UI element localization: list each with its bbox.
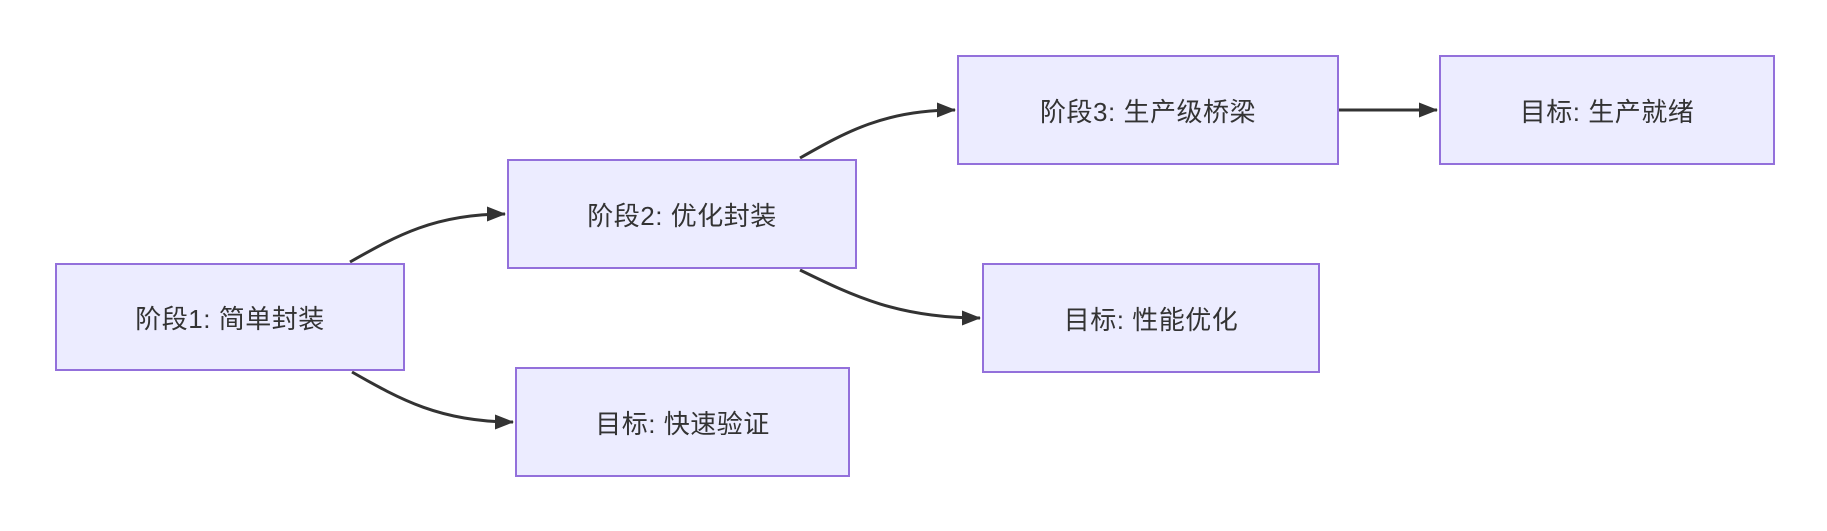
node-goal-ready: 目标: 生产就绪 — [1439, 55, 1775, 165]
node-label-goal-validate: 目标: 快速验证 — [595, 408, 770, 439]
edge-stage2-to-goal-perf — [799, 268, 981, 326]
node-stage2: 阶段2: 优化封装 — [507, 159, 857, 269]
node-label-stage1: 阶段1: 简单封装 — [135, 303, 325, 334]
node-label-stage2: 阶段2: 优化封装 — [587, 200, 777, 231]
edge-stage2-to-stage3 — [799, 102, 956, 160]
node-label-goal-perf: 目标: 性能优化 — [1063, 304, 1239, 335]
node-stage3: 阶段3: 生产级桥梁 — [957, 55, 1339, 165]
node-stage1: 阶段1: 简单封装 — [55, 263, 405, 371]
node-goal-validate: 目标: 快速验证 — [515, 367, 850, 477]
node-label-goal-ready: 目标: 生产就绪 — [1519, 96, 1695, 127]
edge-stage1-to-stage2 — [349, 206, 506, 264]
edge-stage1-to-goal-validate — [351, 370, 514, 430]
node-label-stage3: 阶段3: 生产级桥梁 — [1040, 96, 1256, 127]
node-goal-perf: 目标: 性能优化 — [982, 263, 1320, 373]
